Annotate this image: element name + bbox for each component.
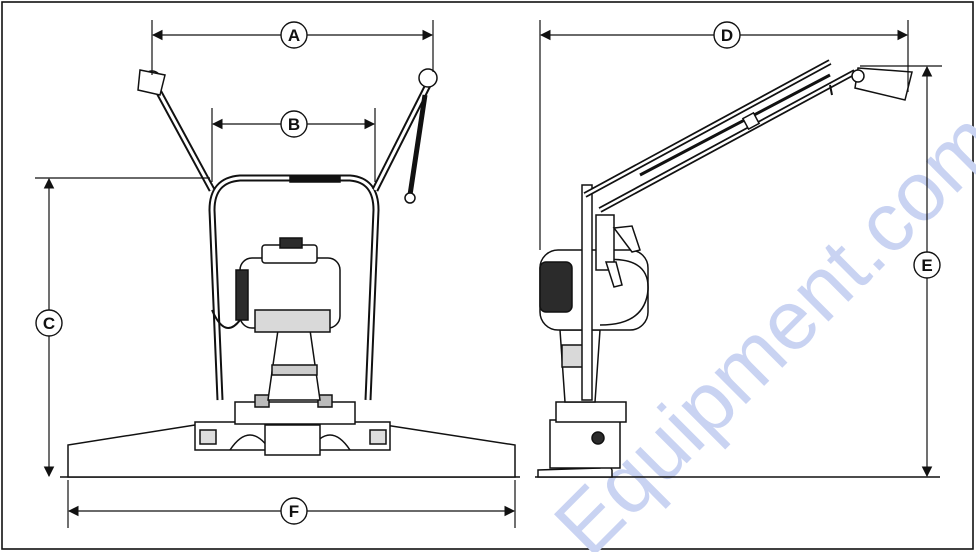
front-view bbox=[60, 68, 520, 478]
front-arm-right-throttle-end bbox=[404, 192, 416, 204]
front-engine-cap bbox=[279, 237, 303, 249]
side-handle-mid bbox=[639, 73, 831, 177]
front-mount-plate bbox=[234, 401, 356, 425]
label-f: F bbox=[280, 497, 308, 525]
front-base-bolt-left bbox=[199, 429, 217, 445]
front-engine-side bbox=[235, 269, 249, 321]
label-c: C bbox=[35, 309, 63, 337]
front-arm-left-lever bbox=[137, 69, 166, 96]
side-handle-upper-inner bbox=[599, 70, 856, 212]
front-arm-right-knob bbox=[418, 68, 438, 88]
svg-text:D: D bbox=[721, 26, 733, 45]
svg-text:A: A bbox=[288, 26, 300, 45]
side-handle-lower-inner bbox=[584, 60, 831, 197]
label-a: A bbox=[280, 21, 308, 49]
side-engine-tank bbox=[599, 258, 649, 326]
side-engine-front bbox=[539, 261, 573, 313]
front-base-center bbox=[264, 424, 321, 456]
label-e: E bbox=[913, 251, 941, 279]
side-post bbox=[581, 184, 593, 401]
label-b: B bbox=[280, 110, 308, 138]
front-engine-base bbox=[254, 309, 331, 333]
side-handle-clamp bbox=[741, 111, 761, 131]
front-mount-nut-right bbox=[317, 394, 333, 408]
side-view bbox=[535, 59, 940, 478]
front-mount-nut-left bbox=[254, 394, 270, 408]
front-arm-right-throttle bbox=[407, 94, 428, 196]
side-lever-lower bbox=[604, 261, 623, 288]
front-column-band bbox=[271, 364, 318, 376]
side-grip-knob bbox=[851, 69, 865, 83]
side-base-bolt bbox=[591, 431, 605, 445]
svg-text:B: B bbox=[288, 115, 300, 134]
svg-text:F: F bbox=[289, 502, 299, 521]
front-handle-grip-top bbox=[289, 175, 341, 183]
front-arm-left-inner bbox=[153, 84, 214, 191]
front-cable bbox=[211, 309, 241, 329]
front-arm-right-inner bbox=[373, 84, 430, 191]
front-base-bolt-right bbox=[369, 429, 387, 445]
label-d: D bbox=[713, 21, 741, 49]
svg-text:E: E bbox=[921, 256, 932, 275]
side-bracket bbox=[595, 214, 615, 271]
side-base-block bbox=[549, 419, 621, 469]
side-cable bbox=[829, 84, 833, 96]
svg-text:C: C bbox=[43, 314, 55, 333]
side-mount-plate bbox=[555, 401, 627, 423]
side-lever-upper bbox=[612, 225, 641, 253]
